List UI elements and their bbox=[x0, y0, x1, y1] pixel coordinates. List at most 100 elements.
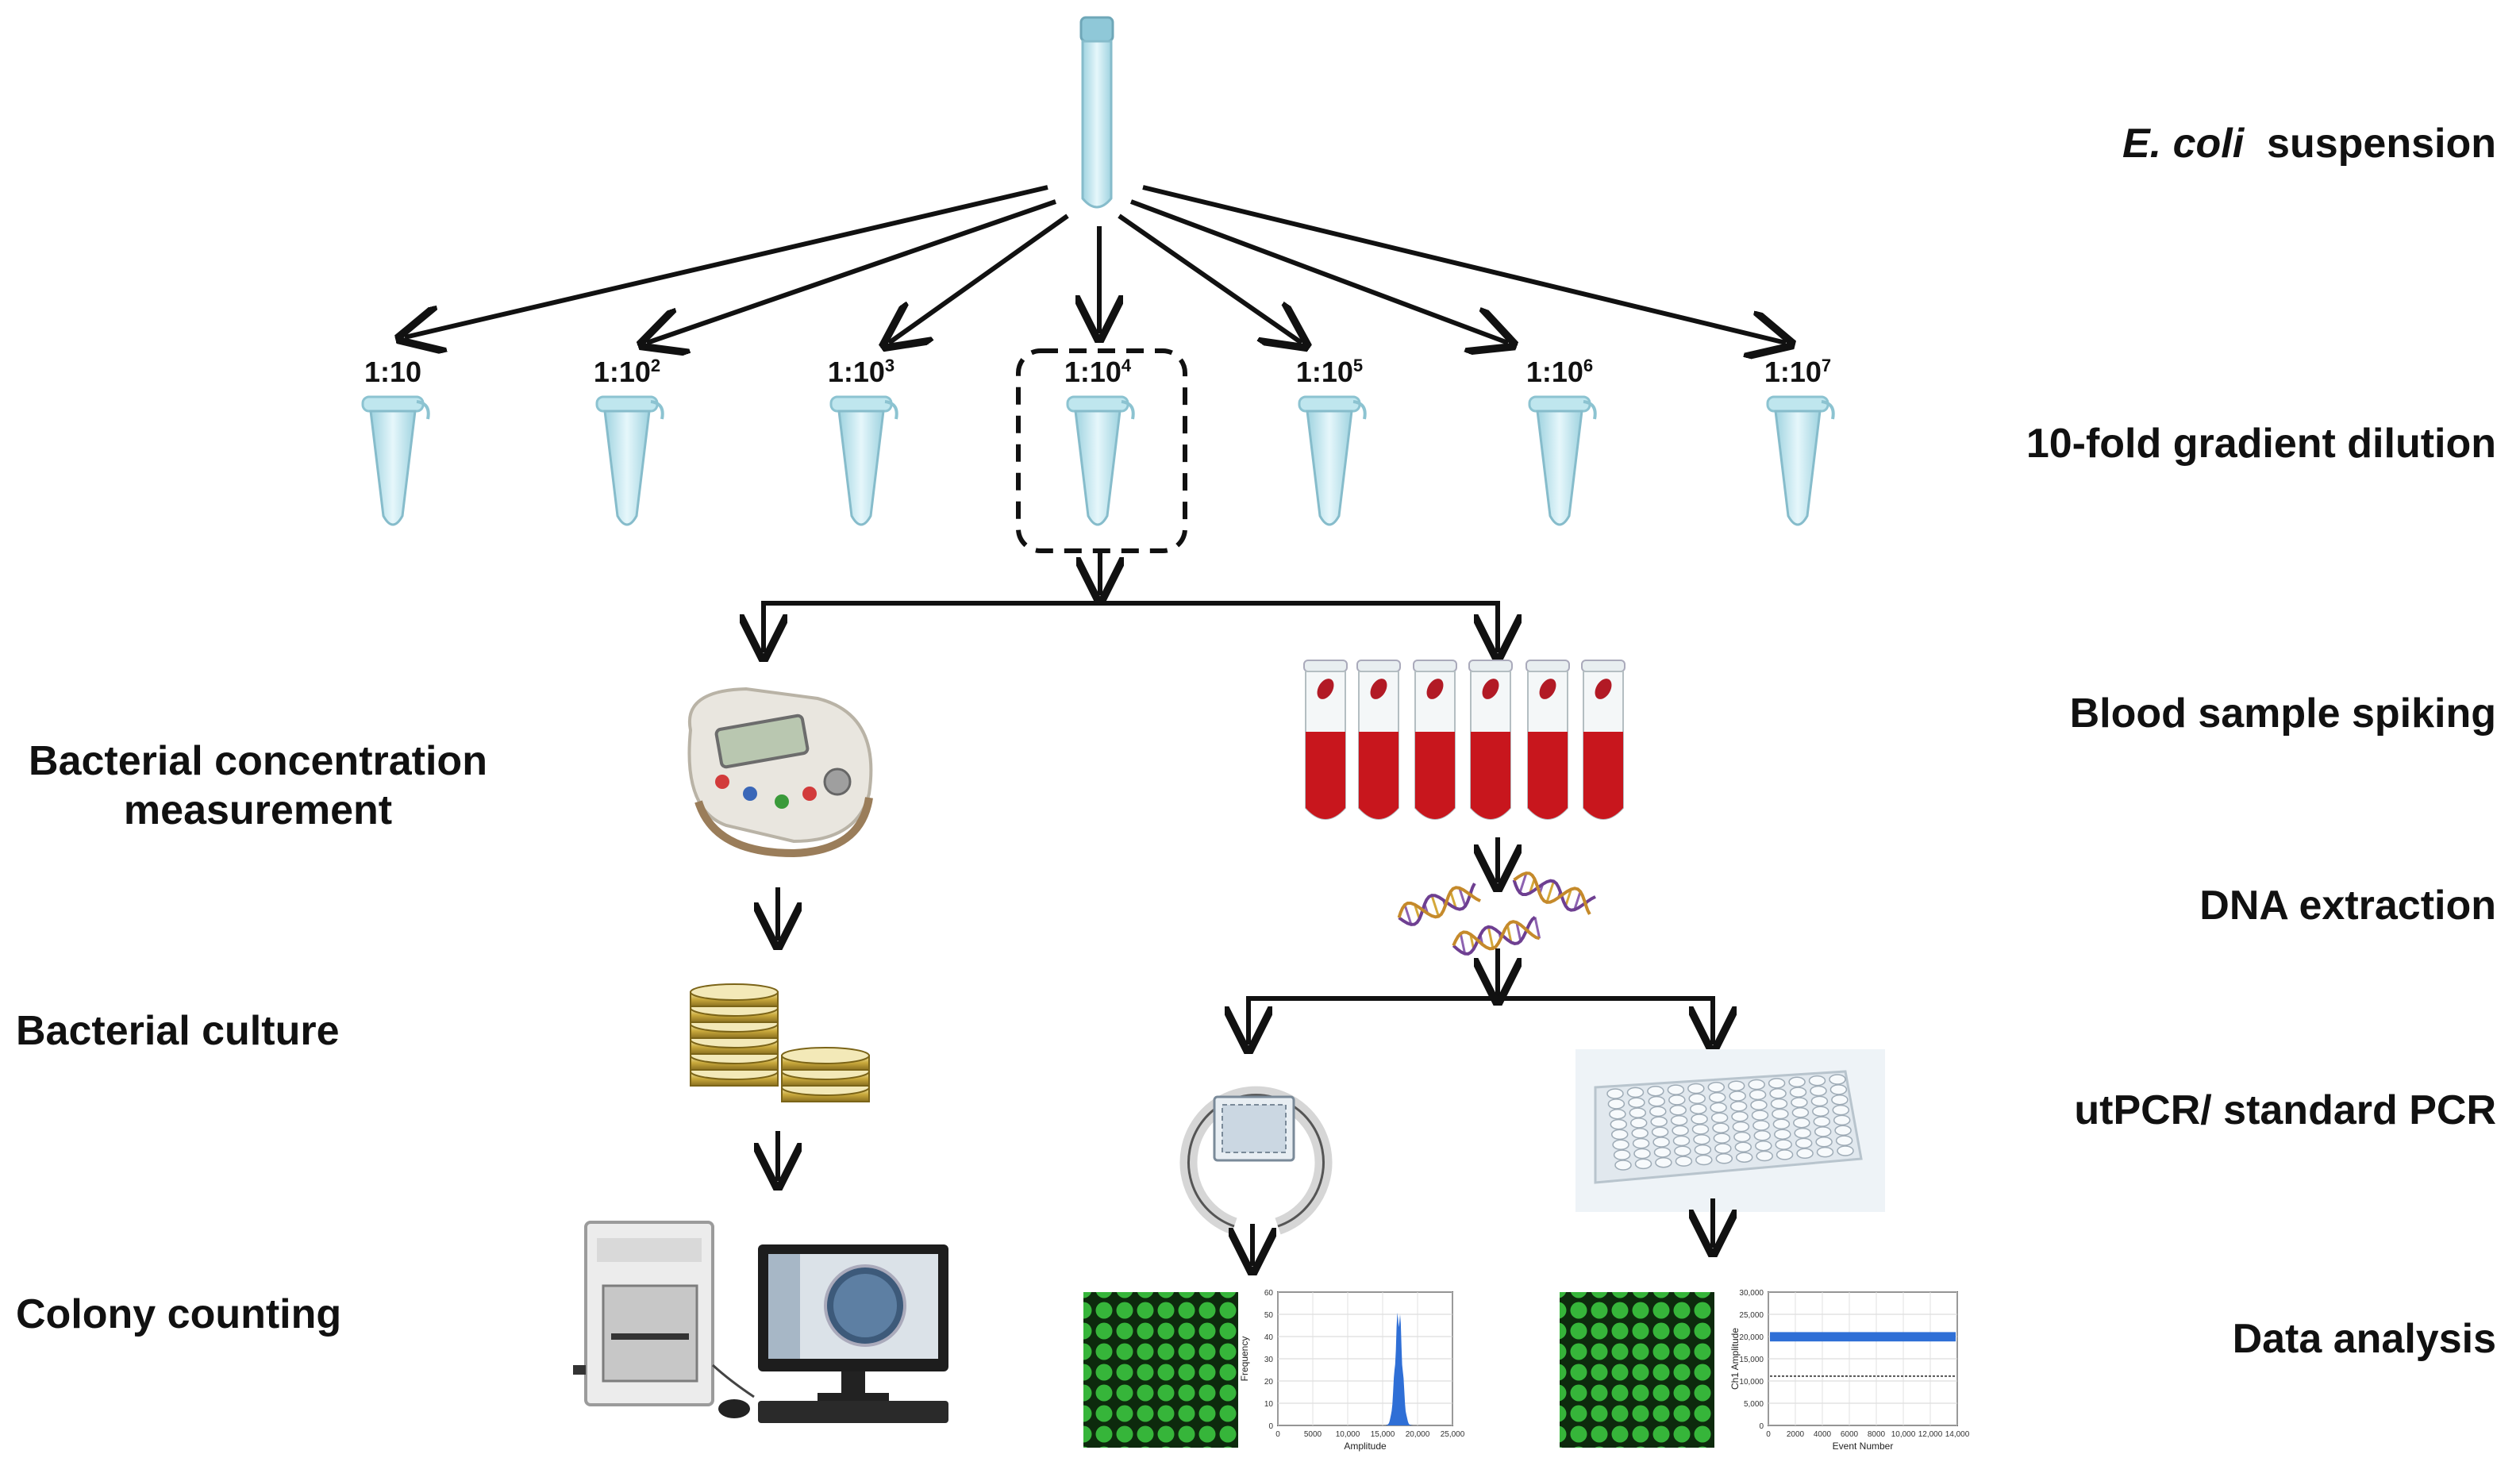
dilution-exponent: 7 bbox=[1821, 356, 1832, 375]
plate-well bbox=[1652, 1137, 1670, 1148]
droplet-image-utpcr bbox=[1083, 1292, 1238, 1448]
plate-well bbox=[1694, 1144, 1712, 1156]
microtube-icon bbox=[1066, 395, 1135, 526]
y-tick-label: 60 bbox=[1264, 1289, 1274, 1298]
plate-well bbox=[1735, 1152, 1753, 1163]
plate-well bbox=[1612, 1139, 1629, 1151]
blood-tube-icon bbox=[1303, 660, 1348, 820]
dilution-exponent: 4 bbox=[1121, 356, 1132, 375]
plate-well bbox=[1689, 1103, 1707, 1114]
plate-well bbox=[1670, 1114, 1688, 1126]
y-tick-label: 0 bbox=[1759, 1422, 1764, 1431]
dna-strand-icon bbox=[1512, 871, 1596, 915]
stage-spiking-label: Blood sample spiking bbox=[2069, 690, 2496, 737]
dilution-label-7: 1:107 bbox=[1734, 356, 1861, 389]
x-axis-label: Event Number bbox=[1833, 1441, 1894, 1452]
blood-tube-icon bbox=[1413, 660, 1457, 820]
dna-strand-icon bbox=[1397, 883, 1481, 926]
blood-tube-icon bbox=[1356, 660, 1401, 820]
fan-arrows bbox=[405, 185, 1786, 343]
plate-well bbox=[1815, 1137, 1833, 1148]
plate-well bbox=[1715, 1153, 1733, 1164]
x-tick-label: 6000 bbox=[1841, 1430, 1859, 1439]
plate-well bbox=[1688, 1093, 1706, 1105]
dilution-label-4: 1:104 bbox=[1034, 356, 1161, 389]
petri-dish-icon bbox=[781, 1047, 870, 1071]
blood-tube-icon bbox=[1581, 660, 1625, 820]
y-tick-label: 25,000 bbox=[1739, 1311, 1764, 1320]
plate-well bbox=[1768, 1078, 1786, 1089]
culture-label: Bacterial culture bbox=[16, 1008, 340, 1054]
dilution-exponent: 3 bbox=[884, 356, 895, 375]
plate-well bbox=[1756, 1150, 1773, 1162]
plate-well bbox=[1613, 1149, 1631, 1160]
plate-well bbox=[1837, 1145, 1854, 1156]
measurement-label: Bacterial concentration measurement bbox=[16, 737, 500, 836]
x-tick-label: 2000 bbox=[1787, 1430, 1805, 1439]
stage-suspension-label: E. coli suspension bbox=[2122, 119, 2496, 168]
plate-well bbox=[1672, 1135, 1691, 1147]
dna-strand-icon bbox=[1452, 916, 1541, 956]
blood-tubes-icon bbox=[1303, 660, 1625, 820]
plate-well bbox=[1712, 1122, 1729, 1133]
plate-well bbox=[1769, 1088, 1787, 1099]
microtube-icon bbox=[361, 395, 430, 526]
plate-well bbox=[1810, 1085, 1827, 1097]
microtube-icon bbox=[1528, 395, 1597, 526]
plate-well bbox=[1607, 1098, 1625, 1110]
y-tick-label: 30,000 bbox=[1739, 1289, 1764, 1298]
dilution-exponent: 2 bbox=[650, 356, 661, 375]
plate-well bbox=[1808, 1075, 1826, 1087]
pcr-split-arrows bbox=[1248, 996, 1713, 1044]
plate-well bbox=[1648, 1095, 1666, 1107]
plate-well bbox=[1610, 1129, 1629, 1141]
plate-well bbox=[1732, 1121, 1750, 1133]
petri-dish-stack-icon bbox=[690, 983, 870, 1102]
plate-well bbox=[1816, 1146, 1834, 1158]
plate-well bbox=[1653, 1147, 1672, 1158]
plate-well bbox=[1835, 1135, 1853, 1146]
plate-well bbox=[1788, 1076, 1806, 1088]
plate-well bbox=[1633, 1148, 1651, 1160]
plate-well bbox=[1751, 1110, 1769, 1121]
plate-well bbox=[1634, 1158, 1652, 1170]
plate-well bbox=[1708, 1091, 1726, 1103]
plate-well bbox=[1748, 1079, 1765, 1091]
plate-well bbox=[1609, 1108, 1626, 1120]
blood-tube-icon bbox=[1525, 660, 1570, 820]
droplet-image-pcr bbox=[1560, 1292, 1714, 1448]
dilution-exponent: 5 bbox=[1352, 356, 1364, 375]
x-tick-label: 15,000 bbox=[1371, 1430, 1395, 1439]
plate-well bbox=[1755, 1140, 1772, 1152]
plate-well bbox=[1651, 1126, 1669, 1137]
plate-well bbox=[1829, 1084, 1848, 1095]
colony-counter-icon bbox=[573, 1221, 714, 1406]
y-axis-label: Frequency bbox=[1239, 1337, 1250, 1382]
dilution-exponent: 6 bbox=[1583, 356, 1594, 375]
dilution-base: 1:10 bbox=[1295, 356, 1353, 388]
y-tick-label: 50 bbox=[1264, 1311, 1274, 1320]
plate-well bbox=[1675, 1156, 1693, 1167]
y-tick-label: 40 bbox=[1264, 1333, 1274, 1342]
plate-well bbox=[1831, 1094, 1849, 1106]
plate-well bbox=[1752, 1120, 1770, 1131]
plate-well bbox=[1655, 1156, 1672, 1168]
plate-well bbox=[1750, 1099, 1768, 1111]
dilution-label-6: 1:106 bbox=[1496, 356, 1623, 389]
plate-well bbox=[1695, 1154, 1713, 1166]
microtube-icon bbox=[1298, 395, 1367, 526]
blood-tube-icon bbox=[1468, 660, 1513, 820]
plate-well bbox=[1810, 1095, 1829, 1107]
plate-well bbox=[1626, 1087, 1645, 1098]
measurement-line2: measurement bbox=[123, 787, 393, 834]
x-tick-label: 0 bbox=[1766, 1430, 1771, 1439]
plate-well bbox=[1775, 1139, 1792, 1150]
plate-well bbox=[1795, 1137, 1813, 1149]
x-tick-label: 20,000 bbox=[1406, 1430, 1430, 1439]
plate-well bbox=[1669, 1105, 1687, 1116]
plate-well bbox=[1794, 1127, 1811, 1139]
plate-well bbox=[1674, 1145, 1691, 1156]
